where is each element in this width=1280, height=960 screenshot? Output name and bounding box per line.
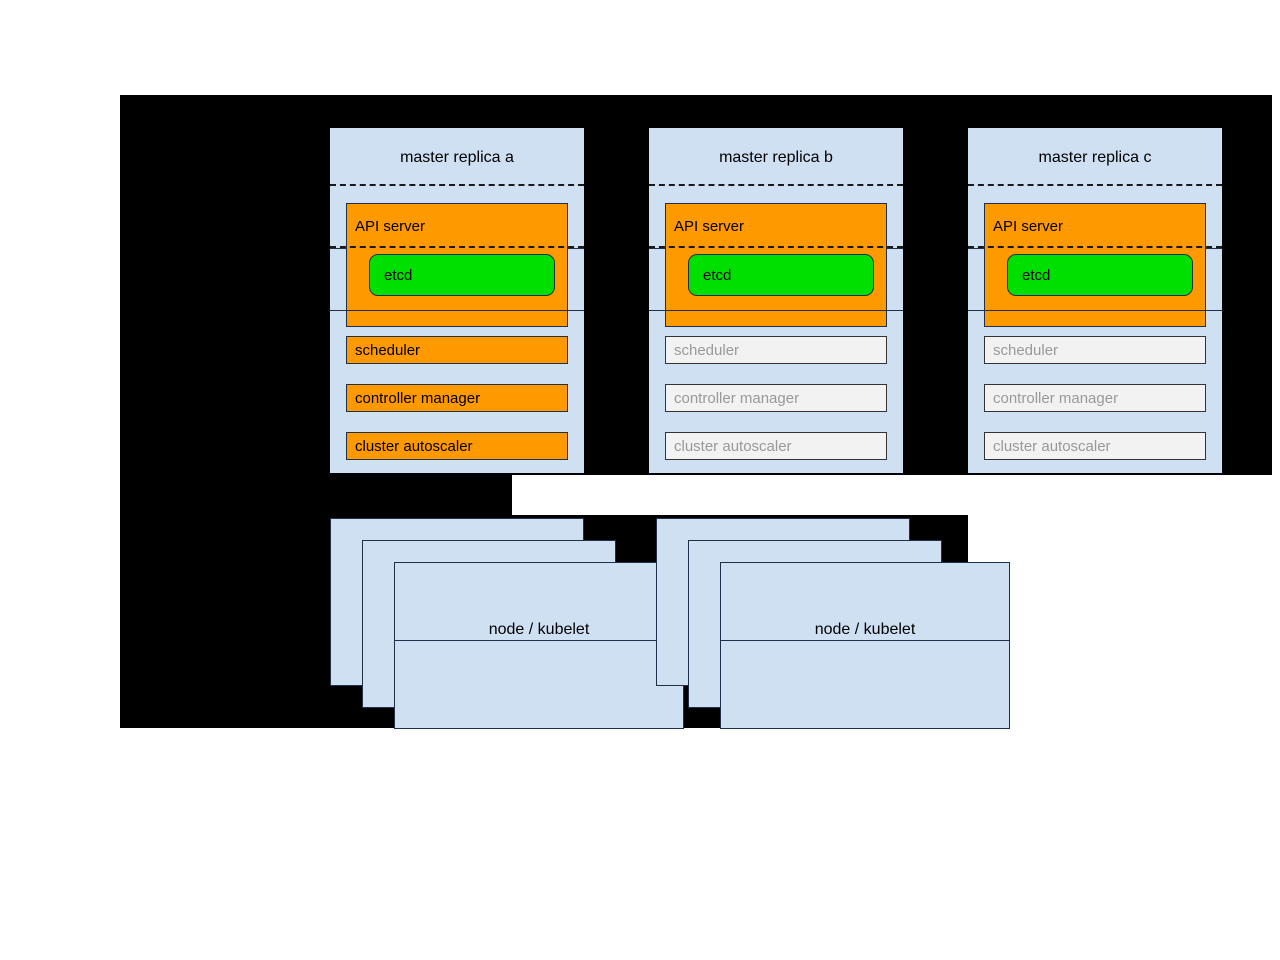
master-replica-b[interactable]: master replica b API server etcd schedul… [649, 128, 903, 473]
component-scheduler[interactable]: scheduler [346, 336, 568, 364]
component-scheduler[interactable]: scheduler [665, 336, 887, 364]
node-divider [721, 640, 1009, 641]
api-server-block[interactable]: API server etcd [665, 203, 887, 327]
backdrop-plate-notch [120, 475, 512, 515]
component-cluster-autoscaler[interactable]: cluster autoscaler [346, 432, 568, 460]
replica-divider-top [968, 184, 1222, 186]
api-server-label: API server [355, 218, 426, 235]
etcd-band-rule-bottom [330, 310, 584, 311]
component-controller-manager[interactable]: controller manager [665, 384, 887, 412]
replica-divider-bottom [649, 246, 903, 248]
etcd-band-rule-bottom [649, 310, 903, 311]
etcd-band-rule-bottom [968, 310, 1222, 311]
node-card-front[interactable]: node / kubelet [394, 562, 684, 729]
replica-title: master replica c [1038, 149, 1152, 166]
node-divider [395, 640, 683, 641]
replica-divider-bottom [330, 246, 584, 248]
replica-title: master replica b [719, 149, 833, 166]
etcd-box[interactable]: etcd [1007, 254, 1193, 296]
node-label: node / kubelet [488, 621, 590, 638]
node-card-front[interactable]: node / kubelet [720, 562, 1010, 729]
replica-divider-top [649, 184, 903, 186]
node-label: node / kubelet [814, 621, 916, 638]
replica-divider-bottom [968, 246, 1222, 248]
etcd-box[interactable]: etcd [688, 254, 874, 296]
api-server-label: API server [993, 218, 1064, 235]
master-replica-a[interactable]: master replica a API server etcd schedul… [330, 128, 584, 473]
component-controller-manager[interactable]: controller manager [346, 384, 568, 412]
component-scheduler[interactable]: scheduler [984, 336, 1206, 364]
component-cluster-autoscaler[interactable]: cluster autoscaler [984, 432, 1206, 460]
api-server-label: API server [674, 218, 745, 235]
etcd-box[interactable]: etcd [369, 254, 555, 296]
component-controller-manager[interactable]: controller manager [984, 384, 1206, 412]
component-cluster-autoscaler[interactable]: cluster autoscaler [665, 432, 887, 460]
master-replica-c[interactable]: master replica c API server etcd schedul… [968, 128, 1222, 473]
replica-divider-top [330, 184, 584, 186]
api-server-block[interactable]: API server etcd [346, 203, 568, 327]
replica-title: master replica a [400, 149, 514, 166]
api-server-block[interactable]: API server etcd [984, 203, 1206, 327]
